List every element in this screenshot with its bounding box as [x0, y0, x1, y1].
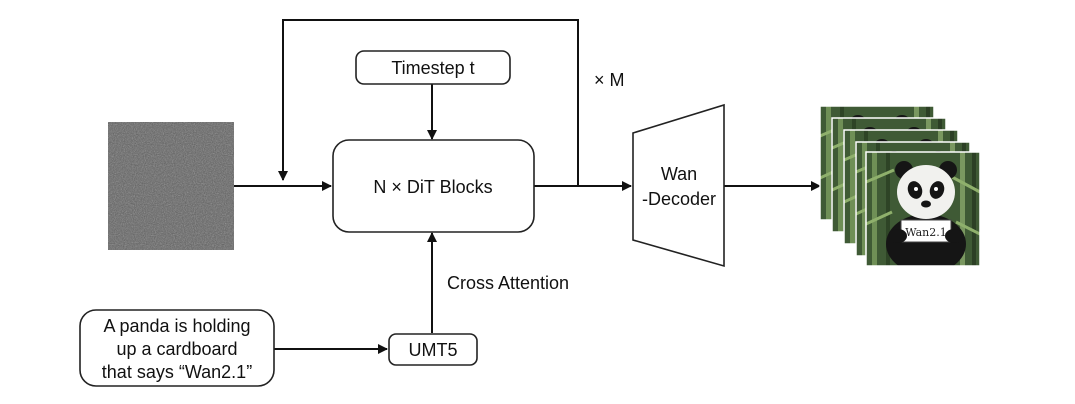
wan-decoder-shape	[632, 103, 725, 268]
decoder-label-line1: Wan	[661, 164, 697, 184]
timestep-box	[355, 50, 511, 85]
loop-back-arrow	[278, 19, 579, 187]
prompt-box	[79, 309, 275, 387]
cross-attention-label: Cross Attention	[447, 273, 569, 293]
video-frame-front: Wan2.1	[865, 151, 981, 267]
panda-video-frames: Wan2.1	[819, 105, 981, 267]
panda-sign-text: Wan2.1	[905, 226, 947, 239]
timestep-label: Timestep t	[391, 58, 474, 78]
noise-latent-image	[108, 122, 234, 250]
prompt-line1: A panda is holding	[103, 316, 250, 336]
dit-blocks-label: N × DiT Blocks	[373, 177, 492, 197]
umt5-box	[388, 333, 478, 366]
umt5-label: UMT5	[409, 340, 458, 360]
prompt-line2: up a cardboard	[116, 339, 237, 359]
decoder-label-line2: -Decoder	[642, 189, 716, 209]
prompt-line3: that says “Wan2.1”	[102, 362, 252, 382]
loop-count-label: × M	[594, 70, 625, 90]
dit-blocks-box	[332, 139, 535, 233]
